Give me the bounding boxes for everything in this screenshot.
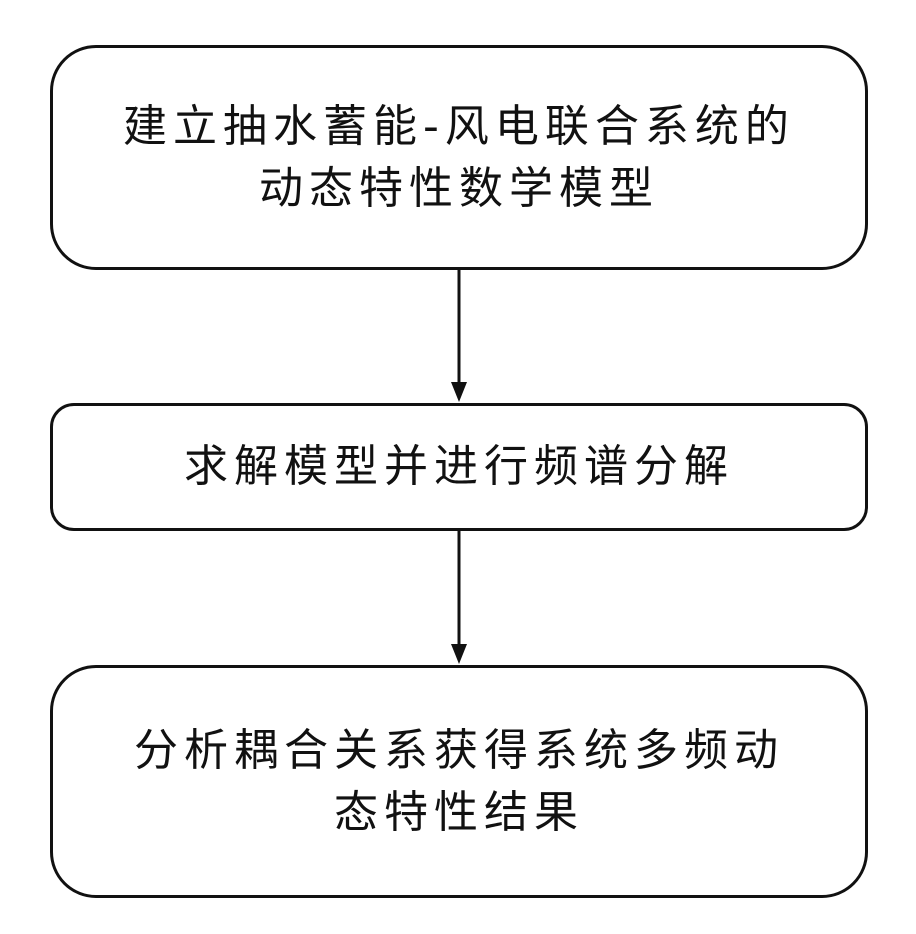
flow-step-3-line-2: 态特性结果 xyxy=(334,782,584,844)
flow-step-3: 分析耦合关系获得系统多频动 态特性结果 xyxy=(50,665,868,898)
flow-step-1-line-1: 建立抽水蓄能-风电联合系统的 xyxy=(123,96,795,158)
flow-arrow-1 xyxy=(444,270,474,403)
flow-step-2: 求解模型并进行频谱分解 xyxy=(50,403,868,531)
flow-step-1: 建立抽水蓄能-风电联合系统的 动态特性数学模型 xyxy=(50,45,868,270)
flow-step-2-line-1: 求解模型并进行频谱分解 xyxy=(184,436,734,498)
flow-arrow-2 xyxy=(444,531,474,665)
flow-step-3-line-1: 分析耦合关系获得系统多频动 xyxy=(134,720,784,782)
flow-step-1-line-2: 动态特性数学模型 xyxy=(259,158,659,220)
